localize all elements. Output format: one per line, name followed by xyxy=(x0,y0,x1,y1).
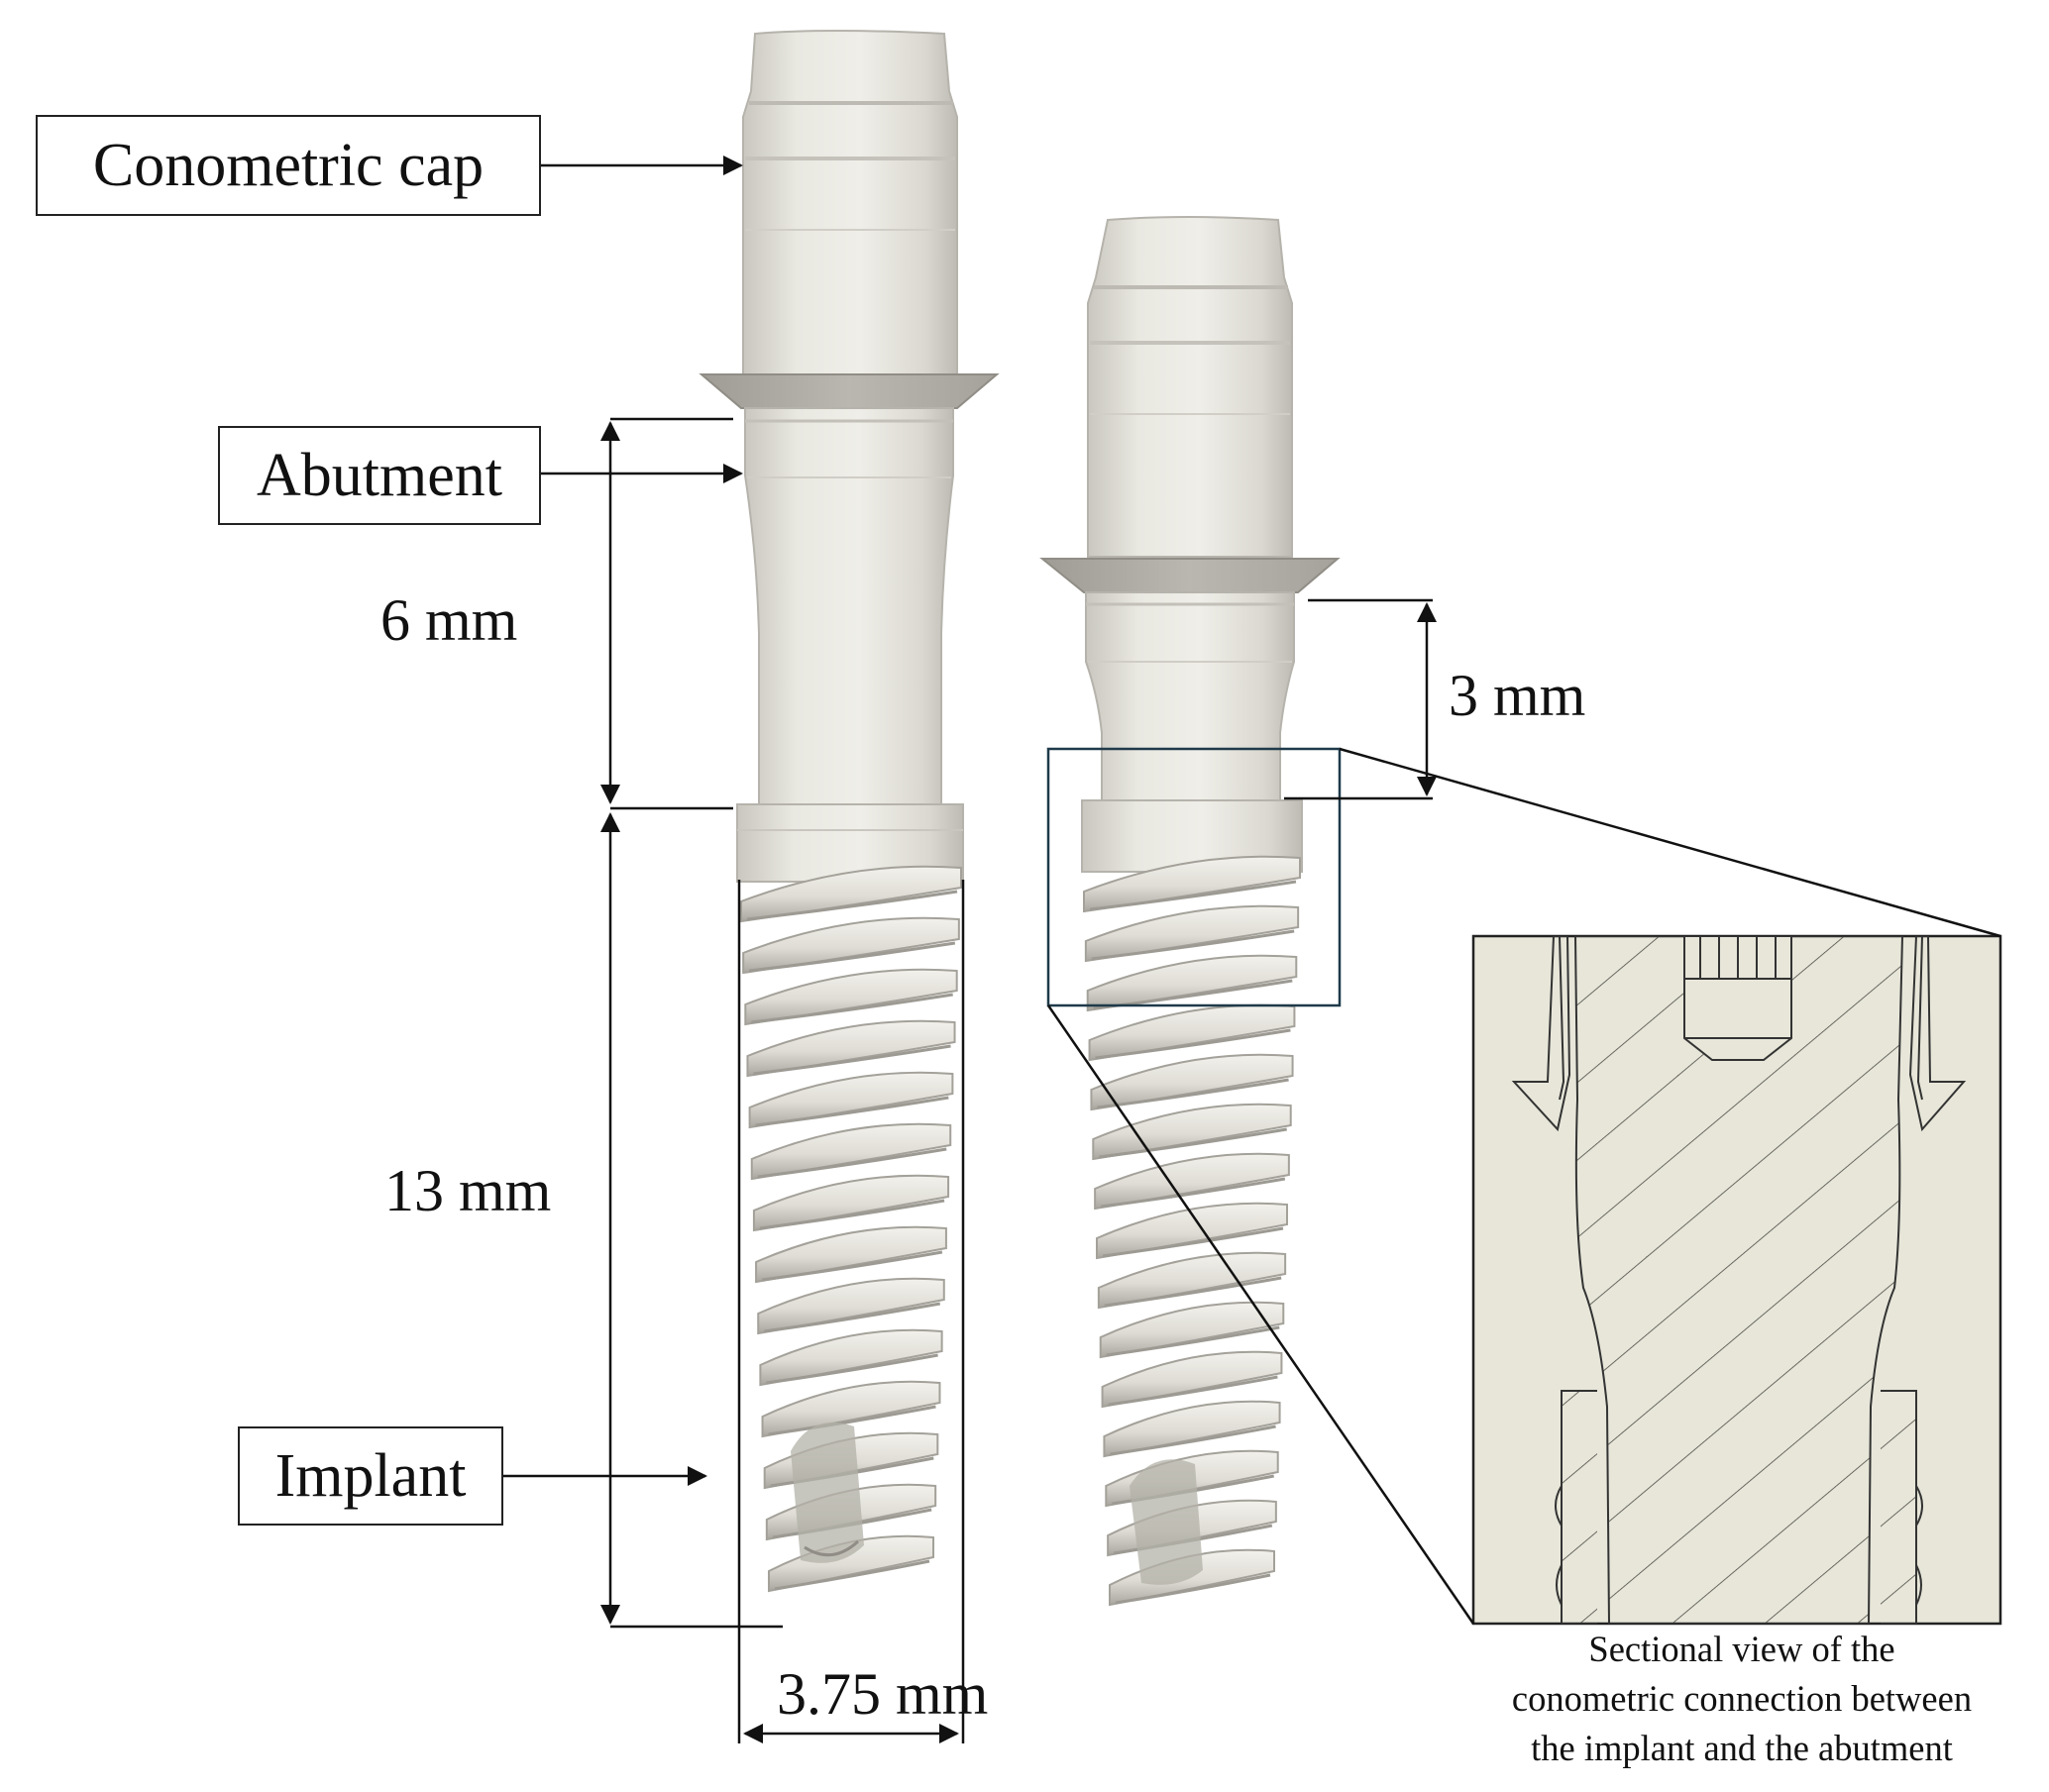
left-conometric-cap xyxy=(742,30,958,375)
thread-turn xyxy=(1090,1053,1294,1111)
thread-turn xyxy=(1099,1301,1285,1359)
left-implant-assembly xyxy=(699,30,1000,1593)
implant-label-text: Implant xyxy=(274,1441,467,1510)
thread-shadow xyxy=(1102,1226,1284,1258)
left-apex-cutout xyxy=(791,1422,864,1563)
left-abutment xyxy=(744,407,954,805)
caption-line-3: the implant and the abutment xyxy=(1531,1728,1953,1768)
thread-shadow xyxy=(1106,1325,1280,1357)
dim-3mm-text: 3 mm xyxy=(1449,663,1586,728)
thread-turn xyxy=(746,1019,956,1078)
thread-turn xyxy=(1084,904,1300,963)
thread-shadow xyxy=(768,1405,936,1436)
thread-shadow xyxy=(753,1044,951,1076)
thread-turn xyxy=(752,1174,950,1232)
thread-shadow xyxy=(774,1559,930,1591)
thread-shadow xyxy=(748,941,956,973)
thread-shadow xyxy=(746,890,958,921)
section-abutment-core xyxy=(1573,936,1904,1624)
dim-6mm-text: 6 mm xyxy=(380,587,518,653)
conometric-cap-label: Conometric cap xyxy=(36,115,541,216)
thread-shadow xyxy=(1091,929,1295,961)
thread-shadow xyxy=(755,1096,949,1127)
thread-turn xyxy=(1096,1202,1288,1260)
thread-shadow xyxy=(766,1353,938,1385)
right-abutment xyxy=(1085,591,1295,801)
abutment-label: Abutment xyxy=(218,426,541,525)
caption-line-2: conometric connection between xyxy=(1511,1678,1973,1719)
caption-line-1: Sectional view of the xyxy=(1588,1629,1895,1669)
thread-shadow xyxy=(1110,1424,1276,1456)
thread-turn xyxy=(1094,1152,1290,1211)
left-cap-flange xyxy=(699,373,1000,409)
thread-shadow xyxy=(757,1147,947,1179)
right-implant-collar xyxy=(1081,799,1303,873)
section-cap-right-wall xyxy=(1908,936,1967,1132)
dim-13mm-text: 13 mm xyxy=(384,1158,552,1223)
thread-turn xyxy=(742,916,960,975)
thread-turn xyxy=(1103,1400,1281,1458)
thread-turn xyxy=(759,1328,943,1387)
zoom-indicator xyxy=(1046,747,2001,1625)
thread-shadow xyxy=(1100,1177,1286,1209)
thread-turn xyxy=(1086,954,1298,1012)
right-implant-assembly xyxy=(1039,216,1341,1607)
thread-turn xyxy=(1101,1350,1283,1409)
sectional-view xyxy=(1471,934,2002,1626)
thread-turn xyxy=(744,968,958,1026)
thread-turn xyxy=(748,1071,954,1129)
thread-turn xyxy=(750,1122,952,1181)
thread-shadow xyxy=(759,1199,945,1230)
thread-shadow xyxy=(1097,1078,1289,1109)
thread-shadow xyxy=(761,1250,943,1282)
abutment-label-text: Abutment xyxy=(257,441,502,509)
right-apex-cutout xyxy=(1130,1459,1203,1585)
thread-turn xyxy=(1088,1003,1296,1062)
conometric-cap-label-text: Conometric cap xyxy=(92,131,485,199)
section-cap-left-wall xyxy=(1511,936,1571,1132)
thread-shadow xyxy=(1095,1028,1291,1060)
thread-shadow xyxy=(751,993,953,1024)
section-implant-left-wall xyxy=(1561,1390,1597,1624)
thread-shadow xyxy=(1089,880,1297,911)
thread-shadow xyxy=(1104,1276,1282,1308)
right-conometric-cap xyxy=(1087,216,1293,558)
thread-turn xyxy=(1097,1251,1287,1310)
thread-turn xyxy=(757,1277,945,1335)
thread-shadow xyxy=(1115,1573,1271,1605)
dimension-lines xyxy=(503,156,1437,1743)
thread-shadow xyxy=(1108,1375,1278,1407)
thread-shadow xyxy=(1099,1127,1287,1159)
right-cap-flange xyxy=(1039,558,1341,593)
dim-375mm-text: 3.75 mm xyxy=(777,1661,989,1727)
implant-label: Implant xyxy=(238,1426,503,1526)
section-implant-right-wall xyxy=(1881,1390,1917,1624)
sectional-view-caption: Sectional view of the conometric connect… xyxy=(1439,1625,2045,1773)
thread-shadow xyxy=(764,1302,941,1333)
thread-turn xyxy=(755,1225,947,1284)
zoom-region-box xyxy=(1046,747,1342,1007)
